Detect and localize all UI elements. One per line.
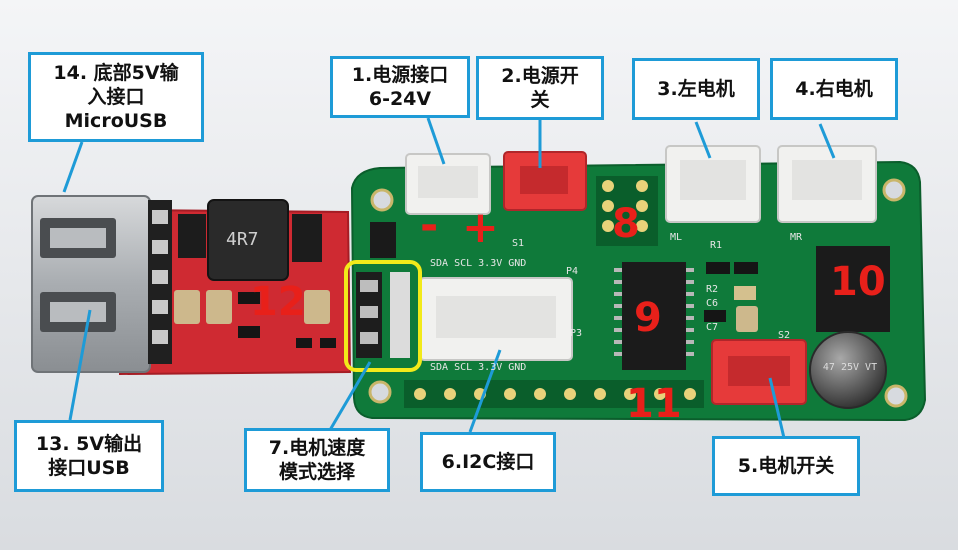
callout-7-speed-mode-select: 7.电机速度 模式选择 <box>244 428 390 492</box>
pointer-6 <box>468 349 502 433</box>
pointer-4 <box>818 123 836 159</box>
pointer-1 <box>426 117 446 165</box>
silk-i2c-top: SDA SCL 3.3V GND <box>430 258 527 269</box>
mount-hole <box>884 384 908 408</box>
polarity-minus: - <box>420 200 439 251</box>
mount-hole <box>368 380 392 404</box>
callout-2-power-switch: 2.电源开 关 <box>476 56 604 120</box>
silk-c6: C6 <box>706 298 719 309</box>
silk-s2: S2 <box>778 330 791 341</box>
mount-hole <box>370 188 394 212</box>
silk-p3: P3 <box>570 328 583 339</box>
header-11-pads <box>404 380 704 408</box>
silk-c7: C7 <box>706 322 719 333</box>
callout-1-power-interface: 1.电源接口 6-24V <box>330 56 470 118</box>
pointer-14 <box>62 141 84 193</box>
label-10: 10 <box>830 259 886 305</box>
electrolytic-capacitor <box>809 331 887 409</box>
chip-10 <box>816 246 890 332</box>
pointer-5 <box>768 377 786 439</box>
silk-s1: S1 <box>512 238 525 249</box>
silk-r1: R1 <box>710 240 723 251</box>
label-9: 9 <box>634 295 662 341</box>
label-12: 12 <box>250 279 306 325</box>
silk-mr: MR <box>790 232 803 243</box>
callout-14-bottom-5v-input: 14. 底部5V输 入接口 MicroUSB <box>28 52 204 142</box>
callout-3-left-motor: 3.左电机 <box>632 58 760 120</box>
silk-i2c-bottom: SDA SCL 3.3V GND <box>430 362 527 373</box>
chip-9 <box>622 262 686 370</box>
callout-13-5v-output-usb: 13. 5V输出 接口USB <box>14 420 164 492</box>
silk-p4: P4 <box>566 266 579 277</box>
silk-ml: ML <box>670 232 683 243</box>
polarity-plus: + <box>462 202 499 253</box>
label-8: 8 <box>612 201 640 247</box>
inductor <box>207 199 289 281</box>
speed-mode-highlight <box>344 260 422 372</box>
silk-inductor: 4R7 <box>226 229 259 250</box>
silk-r2: R2 <box>706 284 719 295</box>
header-8-pads <box>596 176 658 246</box>
pointer-7 <box>328 361 372 431</box>
pointer-3 <box>694 121 712 159</box>
callout-6-i2c-interface: 6.I2C接口 <box>420 432 556 492</box>
mount-hole <box>882 178 906 202</box>
silk-capacitor: 47 25V VT <box>822 362 878 373</box>
pointer-13 <box>68 309 92 421</box>
callout-5-motor-switch: 5.电机开关 <box>712 436 860 496</box>
label-11: 11 <box>626 381 682 427</box>
callout-4-right-motor: 4.右电机 <box>770 58 898 120</box>
